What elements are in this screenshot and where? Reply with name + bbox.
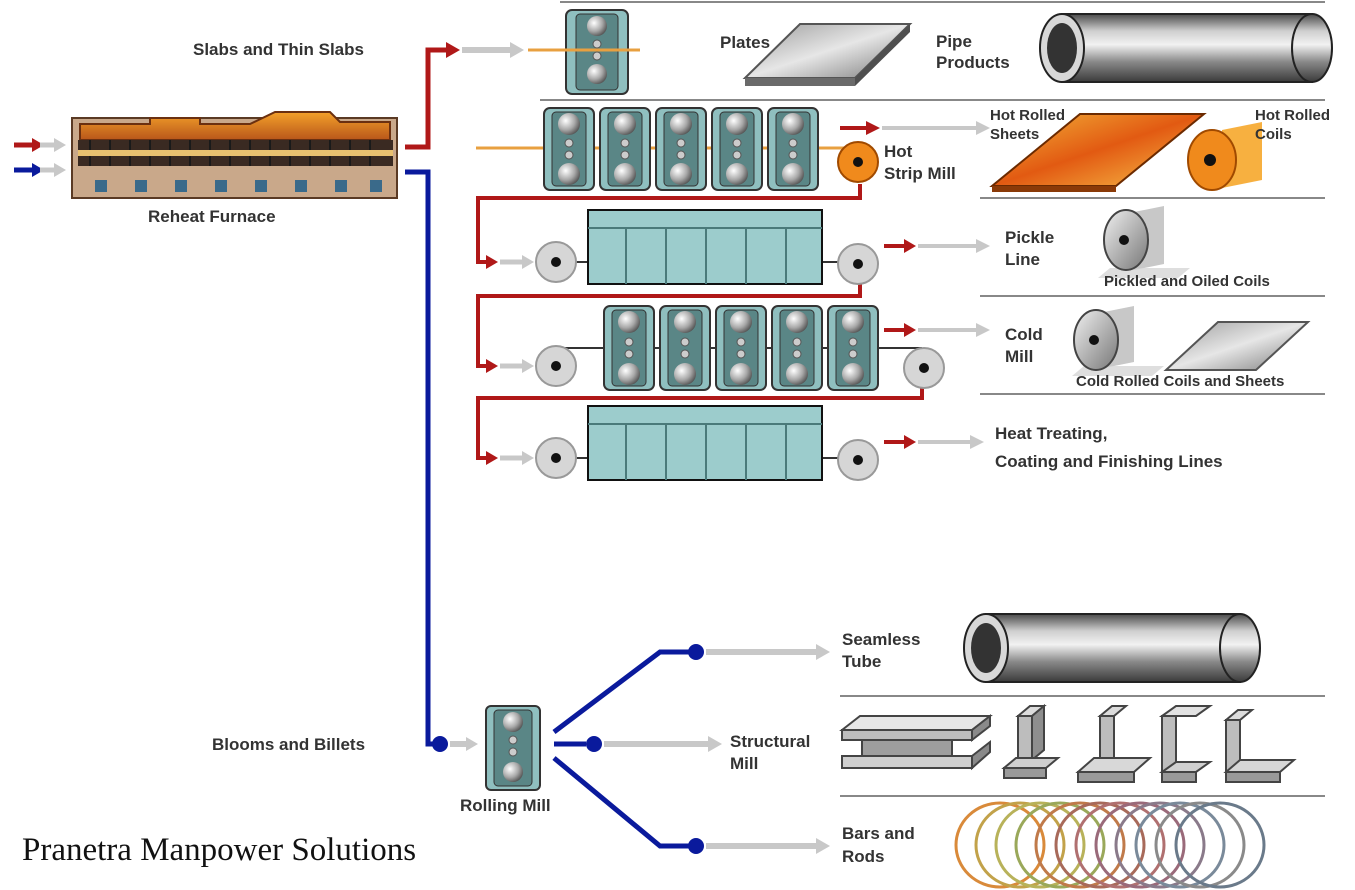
pipe-products-label-1: Pipe xyxy=(936,32,972,51)
cold-mill-label-1: Cold xyxy=(1005,325,1043,344)
cold-mill-roll-stands xyxy=(603,305,879,391)
rod-coil-loop xyxy=(994,801,1086,889)
channel-icon xyxy=(1158,705,1214,783)
hot-strip-roll-stand xyxy=(543,107,595,191)
cold-mill-roll-stand xyxy=(659,305,711,391)
hot-rolled-coil-icon xyxy=(1187,122,1262,191)
seamless-tube-icon xyxy=(963,613,1261,683)
slabs-label: Slabs and Thin Slabs xyxy=(193,40,364,59)
t-section-icon xyxy=(1075,705,1153,783)
plates-label: Plates xyxy=(720,33,771,52)
plate-side xyxy=(855,24,910,86)
rod-coil-loop xyxy=(954,801,1046,889)
cold-mill-roll-stand xyxy=(715,305,767,391)
hot-strip-roll-stand xyxy=(599,107,651,191)
cold-rolled-label: Cold Rolled Coils and Sheets xyxy=(1076,373,1285,390)
heat-treating-label-2: Coating and Finishing Lines xyxy=(995,452,1223,471)
gray-entry-arrows xyxy=(500,255,534,465)
plate-edge xyxy=(745,78,855,86)
blue-branch-lines xyxy=(552,649,690,849)
red-arrowhead-hot-strip xyxy=(866,121,880,135)
blue-flow-node xyxy=(432,736,448,752)
angle-icon xyxy=(1223,709,1297,783)
brand-watermark: Pranetra Manpower Solutions xyxy=(22,832,417,868)
gray-arrowhead-finishing xyxy=(970,435,984,449)
cold-mill-roll-stand xyxy=(771,305,823,391)
gray-branch-arrows xyxy=(604,644,830,854)
blue-flow-line xyxy=(405,169,436,747)
rolling-mill-roll-stand-icon xyxy=(485,705,541,791)
red-arrowhead-cold xyxy=(904,323,916,337)
rod-coil-loop xyxy=(1054,801,1146,889)
rod-coil-loop xyxy=(1014,801,1106,889)
pickle-line-label-1: Pickle xyxy=(1005,228,1055,247)
rail-icon xyxy=(1001,703,1061,779)
hot-rolled-coils-label-1: Hot Rolled xyxy=(1255,107,1330,124)
red-flow-line xyxy=(405,47,448,150)
hot-rolled-sheet-icon xyxy=(989,113,1207,192)
rod-coil-loop xyxy=(974,801,1066,889)
pipe-products-label-2: Products xyxy=(936,53,1010,72)
hot-strip-roll-stand xyxy=(655,107,707,191)
gray-arrowhead-blooms xyxy=(466,737,478,751)
rod-coil-loop xyxy=(1074,801,1166,889)
rod-coil-loop xyxy=(1134,801,1226,889)
pickled-oiled-coils-label: Pickled and Oiled Coils xyxy=(1104,273,1270,290)
cold-mill-icon xyxy=(535,345,945,389)
red-process-connectors xyxy=(476,184,924,460)
heat-treating-label-1: Heat Treating, xyxy=(995,424,1108,443)
hot-rolled-coils-label-2: Coils xyxy=(1255,126,1292,143)
hot-strip-coiler-icon xyxy=(837,141,879,183)
red-arrowhead-pickle xyxy=(904,239,916,253)
gray-arrowhead-slabs xyxy=(510,42,524,58)
pickle-line-icon xyxy=(535,209,879,285)
rod-coil-loop xyxy=(1094,801,1186,889)
pipe-icon xyxy=(1039,13,1333,83)
cold-rolled-coil-icon xyxy=(1072,306,1164,376)
cold-mill-roll-stand xyxy=(827,305,879,391)
pickle-line-label-2: Line xyxy=(1005,250,1040,269)
rod-coil-loop xyxy=(1034,801,1126,889)
i-beam-icon xyxy=(839,713,993,771)
blue-branch-nodes xyxy=(586,644,704,854)
hot-rolled-sheets-label-1: Hot Rolled xyxy=(990,107,1065,124)
seamless-tube-label-2: Tube xyxy=(842,652,882,671)
hot-rolled-sheets-label-2: Sheets xyxy=(990,126,1040,143)
red-arrowhead-finishing xyxy=(904,435,916,449)
hot-strip-roll-stand xyxy=(711,107,763,191)
hot-strip-roll-stands xyxy=(543,107,819,191)
gray-arrowhead-pickle xyxy=(976,239,990,253)
reheat-furnace-label: Reheat Furnace xyxy=(148,207,276,226)
furnace-input-arrows xyxy=(14,138,66,177)
seamless-tube-label-1: Seamless xyxy=(842,630,921,649)
red-flow-arrowhead xyxy=(446,42,460,58)
cold-rolled-sheet-icon xyxy=(1163,321,1311,371)
hot-strip-mill-label-1: Hot xyxy=(884,142,913,161)
cold-mill-roll-stand xyxy=(603,305,655,391)
hot-strip-roll-stand xyxy=(767,107,819,191)
reheat-furnace-icon xyxy=(71,111,398,199)
rod-coil-loop xyxy=(1114,801,1206,889)
pickled-coil-icon xyxy=(1098,206,1190,278)
rolling-mill-label: Rolling Mill xyxy=(460,796,551,815)
blooms-billets-label: Blooms and Billets xyxy=(212,735,366,754)
structural-mill-label-1: Structural xyxy=(730,732,811,751)
gray-arrowhead-hot-strip xyxy=(976,121,990,135)
hot-strip-mill-label-2: Strip Mill xyxy=(884,164,956,183)
gray-arrowhead-cold xyxy=(976,323,990,337)
bars-rods-label-1: Bars and xyxy=(842,824,915,843)
cold-mill-label-2: Mill xyxy=(1005,347,1034,366)
rod-coil-loop xyxy=(1174,801,1266,889)
finishing-line-icon xyxy=(535,405,879,481)
rod-coil-loop xyxy=(1154,801,1246,889)
separator-lines xyxy=(540,1,1325,797)
structural-mill-label-2: Mill xyxy=(730,754,759,773)
bars-rods-label-2: Rods xyxy=(842,847,885,866)
red-connector-arrowheads xyxy=(486,255,498,465)
plate-mill-roll-stand-icon xyxy=(528,9,640,95)
wire-rod-coil-icon xyxy=(954,801,1266,889)
